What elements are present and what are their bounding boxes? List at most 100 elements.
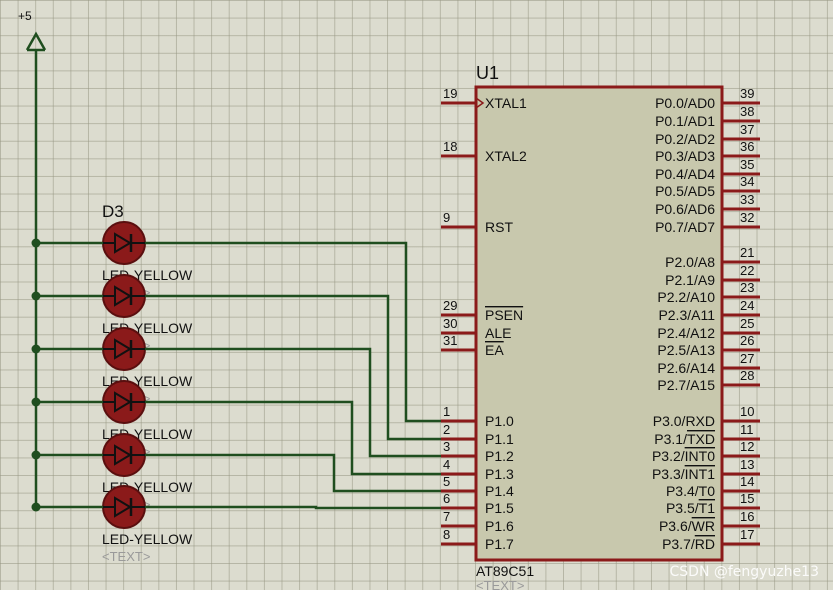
wire-led-to-chip xyxy=(145,347,441,458)
wire-led-to-chip xyxy=(145,453,441,493)
pin-name-part: P0.6/AD6 xyxy=(655,201,715,217)
pin-number-right: 16 xyxy=(740,509,754,524)
power-label: +5 xyxy=(18,9,32,23)
pin-name-part: P2.6/A14 xyxy=(657,360,715,376)
wire-led-to-chip xyxy=(145,241,441,423)
pin-name-part: P0.0/AD0 xyxy=(655,95,715,111)
pin-number-right: 34 xyxy=(740,174,754,189)
pin-name-left: P1.6 xyxy=(485,518,514,534)
pin-name-left: RST xyxy=(485,219,513,235)
pin-number-right: 36 xyxy=(740,139,754,154)
pin-number-right: 26 xyxy=(740,333,754,348)
pin-name-right: P3.4/T0 xyxy=(666,483,715,499)
chip-body xyxy=(474,85,724,562)
pin-number-left: 19 xyxy=(443,86,457,101)
junction-dot xyxy=(31,450,41,460)
pin-number-left: 5 xyxy=(443,474,450,489)
pin-number-right: 21 xyxy=(740,245,754,260)
pin-number-right: 33 xyxy=(740,192,754,207)
wire-group xyxy=(31,238,441,512)
pin-name-left: PSEN xyxy=(485,307,523,323)
junction-dot xyxy=(31,291,41,301)
pin-number-right: 14 xyxy=(740,474,754,489)
pin-number-right: 39 xyxy=(740,86,754,101)
pin-name-right: P3.5/T1 xyxy=(666,500,715,516)
wire-led-to-chip xyxy=(145,294,441,441)
pin-name-part: P2.0/A8 xyxy=(665,254,715,270)
pin-name-part: P3.0/RXD xyxy=(653,413,715,429)
pin-name-right: P2.4/A12 xyxy=(657,325,715,341)
pin-name-right: P3.2/INT0 xyxy=(652,448,715,464)
pin-name-right: P0.5/AD5 xyxy=(655,183,715,199)
pin-number-left: 29 xyxy=(443,298,457,313)
pin-name-part: P3.6/ xyxy=(659,518,692,534)
led-value-label: LED-YELLOW xyxy=(102,531,193,547)
junction-dot xyxy=(31,238,41,248)
pin-number-right: 24 xyxy=(740,298,754,313)
wire-led-to-chip xyxy=(145,400,441,476)
pin-number-left: 1 xyxy=(443,404,450,419)
pin-name-right: P0.3/AD3 xyxy=(655,148,715,164)
pin-name-left: P1.2 xyxy=(485,448,514,464)
pin-name-right: P2.5/A13 xyxy=(657,342,715,358)
pin-name-part: P2.3/A11 xyxy=(658,307,715,323)
chip-text-placeholder: <TEXT> xyxy=(476,578,524,590)
pin-number-right: 28 xyxy=(740,368,754,383)
pin-name-left: P1.7 xyxy=(485,536,514,552)
pin-number-right: 10 xyxy=(740,404,754,419)
pin-name-right: P2.2/A10 xyxy=(657,289,715,305)
left-pin-group: 19XTAL118XTAL29RST29PSEN30ALE31EA1P1.02P… xyxy=(441,86,527,552)
pin-name-left: ALE xyxy=(485,325,511,341)
pin-name-left: P1.3 xyxy=(485,466,514,482)
pin-number-right: 17 xyxy=(740,527,754,542)
pin-name-left: XTAL2 xyxy=(485,148,527,164)
junction-dot xyxy=(31,344,41,354)
pin-number-left: 7 xyxy=(443,509,450,524)
pin-name-part: P2.7/A15 xyxy=(657,377,715,393)
power-arrow-icon xyxy=(25,31,47,51)
pin-name-part: P2.5/A13 xyxy=(657,342,715,358)
chip-ref: U1 xyxy=(476,63,499,83)
pin-number-left: 8 xyxy=(443,527,450,542)
pin-name-left: EA xyxy=(485,342,504,358)
pin-number-right: 35 xyxy=(740,157,754,172)
pin-name-part: P0.7/AD7 xyxy=(655,219,715,235)
pin-number-right: 32 xyxy=(740,210,754,225)
pin-name-right: P3.6/WR xyxy=(659,518,715,534)
clock-marker-icon xyxy=(475,97,485,109)
pin-name-right: P2.7/A15 xyxy=(657,377,715,393)
pin-name-part: P3.4/T0 xyxy=(666,483,715,499)
pin-name-part: P3.2/ xyxy=(652,448,685,464)
pin-number-left: 2 xyxy=(443,422,450,437)
pin-number-right: 38 xyxy=(740,104,754,119)
pin-name-part: P0.3/AD3 xyxy=(655,148,715,164)
pin-name-part: P0.5/AD5 xyxy=(655,183,715,199)
pin-name-overbar: INT1 xyxy=(685,466,716,482)
pin-number-left: 30 xyxy=(443,316,457,331)
pin-number-left: 3 xyxy=(443,439,450,454)
led-text-placeholder: <TEXT> xyxy=(102,549,150,564)
junction-dot xyxy=(31,397,41,407)
pin-name-right: P0.0/AD0 xyxy=(655,95,715,111)
pin-name-overbar: RD xyxy=(695,536,715,552)
pin-name-right: P2.3/A11 xyxy=(658,307,715,323)
pin-name-part: P0.2/AD2 xyxy=(655,131,715,147)
pin-name-part: P2.4/A12 xyxy=(657,325,715,341)
pin-name-left: P1.5 xyxy=(485,500,514,516)
pin-name-left: P1.0 xyxy=(485,413,514,429)
pin-name-part: P3.1/ xyxy=(654,431,687,447)
pin-number-left: 31 xyxy=(443,333,457,348)
pin-name-part: P3.3/ xyxy=(652,466,685,482)
pin-name-part: P3.7/ xyxy=(662,536,695,552)
led-ref-d3: D3 xyxy=(102,202,124,221)
pin-name-left: P1.1 xyxy=(485,431,514,447)
chip-part-label: AT89C51 xyxy=(476,563,534,579)
pin-name-right: P3.0/RXD xyxy=(653,413,715,429)
pin-name-right: P0.6/AD6 xyxy=(655,201,715,217)
microcontroller-u1[interactable]: U1 AT89C51 <TEXT> 19XTAL118XTAL29RST29PS… xyxy=(441,63,760,590)
pin-name-overbar: TXD xyxy=(687,431,715,447)
pin-name-right: P3.3/INT1 xyxy=(652,466,715,482)
pin-number-left: 6 xyxy=(443,491,450,506)
